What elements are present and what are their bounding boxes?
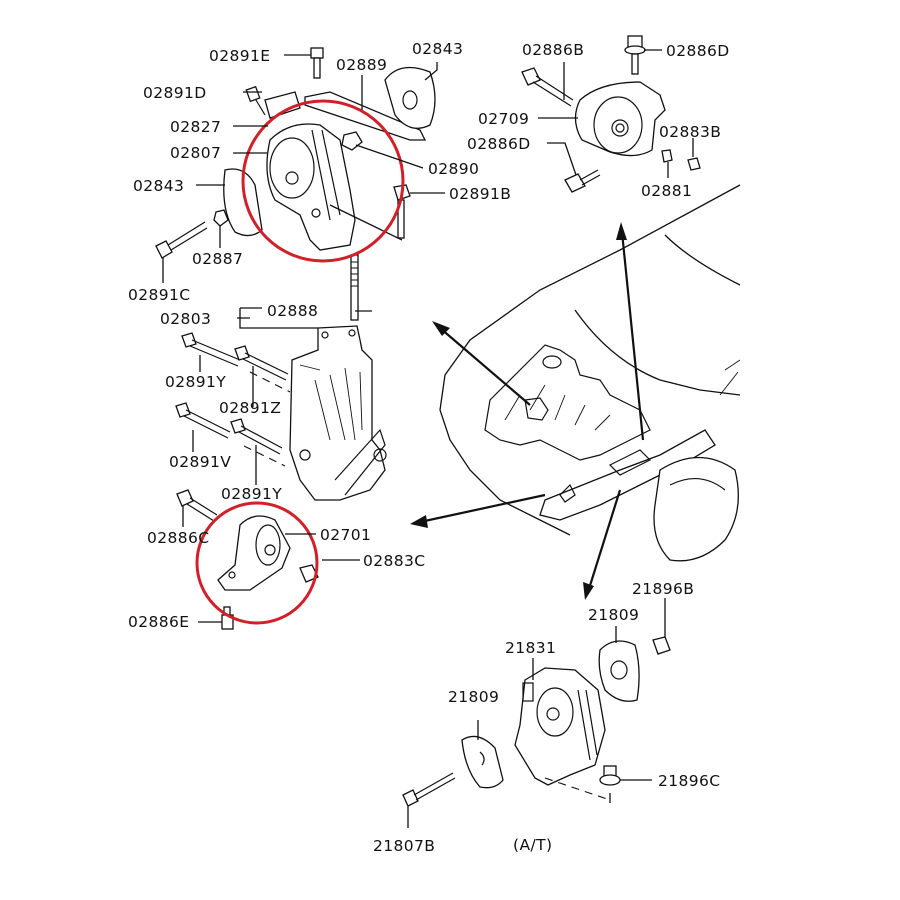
- arrowhead: [410, 515, 428, 528]
- label-02891B[interactable]: 02891B: [449, 185, 511, 203]
- label-02883B[interactable]: 02883B: [659, 123, 721, 141]
- bolt-02891C[interactable]: [155, 221, 208, 259]
- bolt-02891Y-upper[interactable]: [181, 332, 241, 367]
- bolt-02886D-top[interactable]: [624, 35, 646, 75]
- label-21896B[interactable]: 21896B: [632, 580, 694, 598]
- washer-21809-left[interactable]: [461, 735, 504, 789]
- label-02891Y-upper[interactable]: 02891Y: [165, 373, 226, 391]
- nut-21896C[interactable]: [599, 765, 621, 786]
- bolt-02891V[interactable]: [175, 402, 231, 439]
- label-02886D-lower[interactable]: 02886D: [467, 135, 531, 153]
- mount-02807[interactable]: [266, 123, 356, 251]
- mount-02709[interactable]: [574, 81, 666, 157]
- part-labels: 02891E 02889 02843 02891D 02827 02807 02…: [128, 40, 730, 855]
- label-02881[interactable]: 02881: [641, 182, 692, 200]
- label-02886D-top[interactable]: 02886D: [666, 42, 730, 60]
- label-02886B[interactable]: 02886B: [522, 41, 584, 59]
- label-02888[interactable]: 02888: [267, 302, 318, 320]
- label-02891Y-lower[interactable]: 02891Y: [221, 485, 282, 503]
- label-02891V[interactable]: 02891V: [169, 453, 231, 471]
- nut-02883B[interactable]: [687, 157, 701, 171]
- label-02891E[interactable]: 02891E: [209, 47, 271, 65]
- label-02889[interactable]: 02889: [336, 56, 387, 74]
- label-02891D[interactable]: 02891D: [143, 84, 207, 102]
- mount-21831[interactable]: [514, 667, 606, 786]
- bracket-02803[interactable]: [289, 325, 387, 501]
- nut-21896B[interactable]: [652, 636, 671, 655]
- label-02803[interactable]: 02803: [160, 310, 211, 328]
- label-02886C[interactable]: 02886C: [147, 529, 210, 547]
- stud-02888[interactable]: [350, 254, 359, 321]
- pointer-arrows: [410, 222, 645, 600]
- bolt-02891D[interactable]: [245, 85, 266, 116]
- label-02883C[interactable]: 02883C: [363, 552, 426, 570]
- label-02886E[interactable]: 02886E: [128, 613, 190, 631]
- at-mount-assembly: [402, 636, 671, 807]
- arrowhead: [432, 321, 450, 336]
- label-21809-right[interactable]: 21809: [588, 606, 639, 624]
- upper-left-mount-assembly: [155, 47, 436, 321]
- label-02827[interactable]: 02827: [170, 118, 221, 136]
- nut-02881[interactable]: [661, 149, 673, 163]
- arrowhead: [583, 582, 594, 600]
- bolt-02891Y-lower[interactable]: [230, 418, 283, 455]
- label-02701[interactable]: 02701: [320, 526, 371, 544]
- bolt-02891E[interactable]: [310, 47, 324, 79]
- transmission-note: (A/T): [513, 836, 552, 854]
- label-02891C[interactable]: 02891C: [128, 286, 191, 304]
- bracket-02889[interactable]: [304, 91, 427, 141]
- highlight-ring-lower: [195, 501, 319, 625]
- nut-02890[interactable]: [341, 131, 363, 151]
- upper-right-mount-assembly: [521, 35, 701, 193]
- vehicle-outline: [439, 184, 741, 562]
- label-02843-left[interactable]: 02843: [133, 177, 184, 195]
- label-21896C[interactable]: 21896C: [658, 772, 721, 790]
- label-02891Z[interactable]: 02891Z: [219, 399, 281, 417]
- label-02890[interactable]: 02890: [428, 160, 479, 178]
- bolt-02891Z[interactable]: [234, 345, 289, 381]
- highlight-ring-upper: [241, 99, 405, 263]
- mount-02701[interactable]: [217, 515, 291, 591]
- washer-21809-right[interactable]: [598, 640, 640, 702]
- label-21831[interactable]: 21831: [505, 639, 556, 657]
- bolt-02886B[interactable]: [521, 67, 574, 107]
- label-21807B[interactable]: 21807B: [373, 837, 435, 855]
- arrowhead: [616, 222, 627, 240]
- nut-02883C[interactable]: [299, 564, 319, 583]
- bolt-02886C[interactable]: [176, 489, 218, 522]
- label-02843-upper[interactable]: 02843: [412, 40, 463, 58]
- label-02887[interactable]: 02887: [192, 250, 243, 268]
- leader-lines: [162, 49, 694, 828]
- bolt-21807B[interactable]: [402, 772, 456, 807]
- label-02807[interactable]: 02807: [170, 144, 221, 162]
- lower-left-mount-assembly: [176, 489, 319, 630]
- bracket-02803-assembly: [175, 325, 387, 501]
- shield-02827[interactable]: [264, 91, 301, 119]
- label-02709[interactable]: 02709: [478, 110, 529, 128]
- label-21809-left[interactable]: 21809: [448, 688, 499, 706]
- bolt-02886D-lower[interactable]: [564, 169, 601, 193]
- washer-02843-upper[interactable]: [384, 66, 436, 129]
- nut-02887[interactable]: [213, 209, 229, 227]
